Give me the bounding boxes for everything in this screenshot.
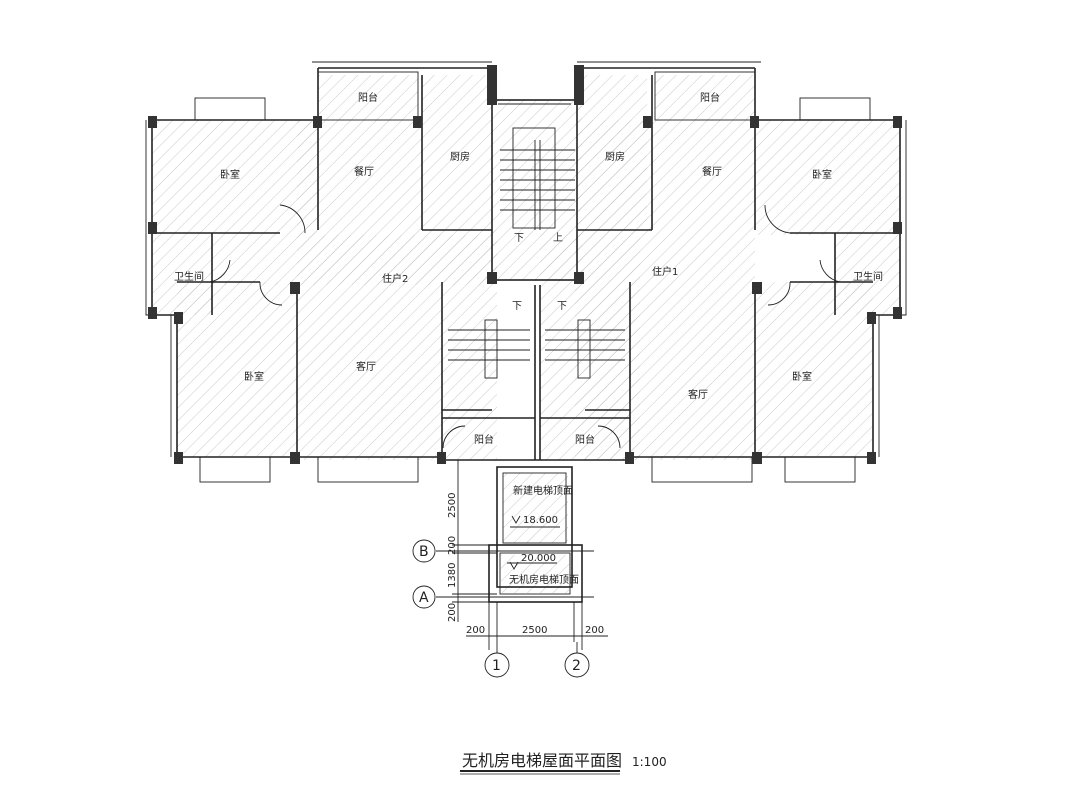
room-unit-right: 住户1	[652, 265, 678, 278]
room-bedroom-top-right: 卧室	[812, 168, 832, 181]
axis-a: A	[419, 590, 429, 606]
axis-markers: B A 1 2	[412, 539, 590, 678]
room-living-left: 客厅	[356, 360, 376, 373]
drawing-title-block: 无机房电梯屋面平面图 1:100	[460, 751, 667, 775]
room-bath-left: 卫生间	[174, 270, 204, 283]
stair-down-1: 下	[514, 233, 524, 244]
room-balcony-bottom-left: 阳台	[474, 433, 494, 446]
mrl-roof-label: 无机房电梯顶面	[509, 573, 579, 586]
room-balcony-bottom-right: 阳台	[575, 433, 595, 446]
elevation-20000: 20.000	[521, 553, 556, 564]
room-bedroom-bottom-right: 卧室	[792, 370, 812, 383]
stair-down-3: 下	[557, 301, 567, 312]
room-balcony-top-right: 阳台	[700, 91, 720, 104]
new-shaft-roof-label: 新建电梯顶面	[513, 484, 573, 497]
dimension-lines: 2500 200 1380 200 200 2500 200	[436, 459, 608, 650]
room-kitchen-right: 厨房	[605, 150, 625, 163]
dim-h-200-a: 200	[466, 625, 485, 636]
dim-v-1380: 1380	[447, 563, 458, 588]
elevator-annotations: 新建电梯顶面 18.600 20.000 无机房电梯顶面	[507, 484, 579, 586]
stair-up-1: 上	[553, 232, 563, 244]
axis-1: 1	[492, 658, 501, 674]
drawing-title: 无机房电梯屋面平面图	[462, 751, 622, 770]
room-bedroom-top-left: 卧室	[220, 168, 240, 181]
room-dining-right: 餐厅	[702, 165, 722, 178]
elevation-18600: 18.600	[523, 515, 558, 526]
dim-v-200-b: 200	[447, 603, 458, 622]
dim-v-2500: 2500	[447, 493, 458, 518]
room-balcony-top-left: 阳台	[358, 91, 378, 104]
room-dining-left: 餐厅	[354, 165, 374, 178]
dim-h-2500: 2500	[522, 625, 547, 636]
room-unit-left: 住户2	[382, 272, 408, 285]
dim-h-200-b: 200	[585, 625, 604, 636]
dim-v-200-a: 200	[447, 536, 458, 555]
room-bath-right: 卫生间	[853, 270, 883, 283]
stair-down-2: 下	[512, 301, 522, 312]
room-living-right: 客厅	[688, 388, 708, 401]
room-kitchen-left: 厨房	[450, 150, 470, 163]
room-bedroom-bottom-left: 卧室	[244, 370, 264, 383]
drawing-scale: 1:100	[632, 755, 667, 769]
axis-b: B	[419, 544, 429, 560]
axis-2: 2	[572, 658, 581, 674]
room-labels: 阳台 阳台 厨房 厨房 餐厅 餐厅 卧室 卧室 卫生间 卫生间 住户2 住户1 …	[174, 91, 883, 446]
columns	[148, 65, 902, 464]
